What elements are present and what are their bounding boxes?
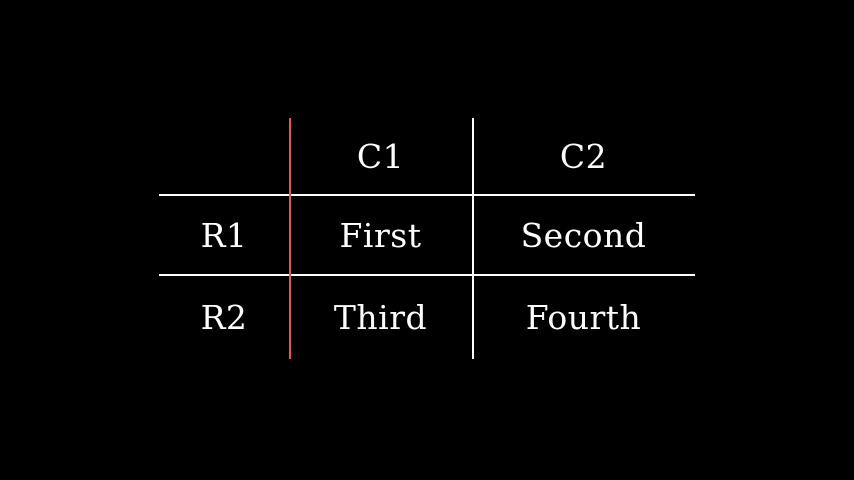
row-header-r2: R2 bbox=[200, 297, 248, 337]
cell-r2-c1: Third bbox=[333, 297, 428, 337]
horizontal-rule-between-rows bbox=[159, 274, 695, 276]
row-header-r1: R1 bbox=[200, 215, 248, 255]
column-header-c1: C1 bbox=[356, 137, 405, 176]
cell-r1-c1: First bbox=[339, 215, 422, 255]
horizontal-rule-below-header bbox=[159, 194, 695, 196]
vertical-rule-after-row-header bbox=[289, 118, 291, 359]
table-container: C1 C2 R1 First Second R2 Third Fourth bbox=[159, 118, 695, 359]
cell-r1-c2: Second bbox=[520, 215, 647, 255]
data-table: C1 C2 R1 First Second R2 Third Fourth bbox=[159, 118, 695, 359]
cell-r2-c2: Fourth bbox=[525, 297, 642, 337]
table-row: R1 First Second bbox=[159, 195, 695, 275]
column-header-c2: C2 bbox=[559, 137, 608, 176]
table-header-row: C1 C2 bbox=[159, 118, 695, 195]
table-row: R2 Third Fourth bbox=[159, 275, 695, 359]
vertical-rule-after-column-1 bbox=[472, 118, 474, 359]
